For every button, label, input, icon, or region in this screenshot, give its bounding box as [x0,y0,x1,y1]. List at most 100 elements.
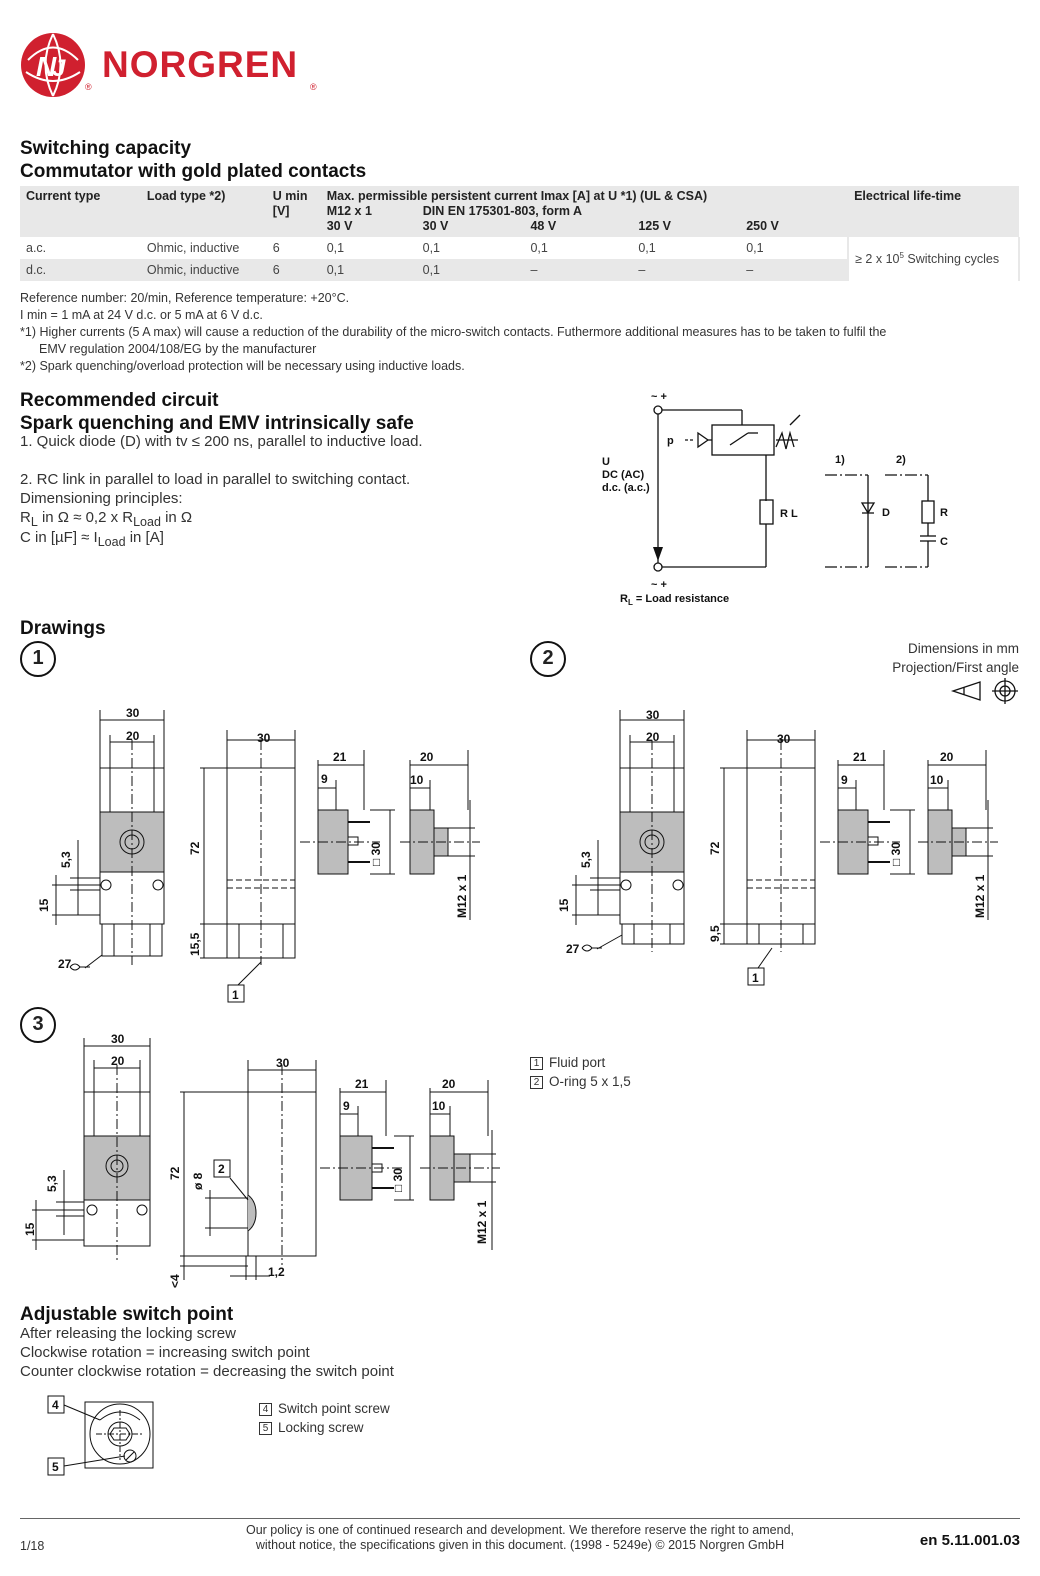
dim-15: 15 [37,898,51,912]
col-din: DIN EN 175301-803, form A [422,204,583,218]
dim-20-conn: 20 [442,1077,456,1091]
col-v30a: 30 V [320,219,417,237]
svg-text:J: J [52,55,66,82]
dim-53: 5,3 [579,851,593,868]
dim-72: 72 [168,1166,182,1180]
projection-label: Projection/First angle [892,660,1019,675]
doc-number: en 5.11.001.03 [919,1532,1020,1549]
dim-20-conn: 20 [420,750,434,764]
circuit-title: Recommended circuit [20,390,219,411]
dim-10: 10 [432,1099,446,1113]
diagram-p: p [667,435,674,447]
dim-15: 15 [557,898,571,912]
dim-30: 30 [126,706,140,720]
dim-27: 27 [58,957,72,971]
col-current-type: Current type [20,186,141,237]
life-value: ≥ 2 x 105 Switching cycles [847,237,1020,281]
diagram-dc: DC (AC) [602,469,644,481]
col-v250: 250 V [740,219,849,237]
dim-20-conn: 20 [940,750,954,764]
registered-mark: ® [85,82,92,92]
diagram-dcac: d.c. (a.c.) [602,482,650,494]
dim-30-side: 30 [777,732,791,746]
col-v125: 125 V [632,219,741,237]
drawing-1: 30 20 30 21 9 20 10 27 1 72 5,3 15 15,5 … [37,706,480,1003]
diagram-d: D [882,507,890,519]
dim-m12: M12 x 1 [455,874,469,918]
circuit-line3: Dimensioning principles: [20,490,183,507]
col-max-title: Max. permissible persistent current Imax… [326,189,708,203]
dim-9: 9 [321,772,328,786]
drawing-number-2: 2 [530,641,566,677]
tag-1: 1 [752,971,759,985]
footer-divider [20,1518,1020,1519]
switching-title: Switching capacity [20,138,192,159]
dim-9: 9 [841,773,848,787]
first-angle-projection-icon [950,678,1018,704]
dim-sq30: □ 30 [369,842,383,866]
dim-30-side: 30 [276,1056,290,1070]
circuit-line1: 1. Quick diode (D) with tv ≤ 200 ns, par… [20,433,423,450]
diagram-bottom-sign: ~ + [651,579,667,591]
notes: Reference number: 20/min, Reference temp… [20,291,887,373]
dim-72: 72 [188,841,202,855]
dim-53: 5,3 [59,851,73,868]
col-v30b: 30 V [416,219,525,237]
circuit-formula2: C in [µF] ≈ ILoad in [A] [20,529,164,549]
dim-20: 20 [111,1054,125,1068]
circuit-diagram: ~ + ~ + p U DC (AC) d.c. (a.c.) R L 1) 2… [602,391,948,607]
drawing-2: 30 20 30 21 9 20 10 27 1 72 5,3 15 9,5 □… [557,708,998,986]
table-row: a.c. Ohmic, inductive 6 0,1 0,1 0,1 0,1 … [20,237,1020,281]
tag-5: 5 [52,1460,59,1474]
tag-2: 2 [218,1162,225,1176]
circuit-subtitle: Spark quenching and EMV intrinsically sa… [20,413,414,434]
registered-mark-2: ® [310,82,317,92]
page-number: 1/18 [20,1539,45,1553]
col-umin: U min [V] [266,186,321,237]
tag-1: 1 [232,988,239,1002]
col-load-type: Load type *2) [140,186,267,237]
drawing-number-1: 1 [20,641,56,677]
dim-10: 10 [410,773,424,787]
diagram-rl: R L [780,508,798,520]
dim-53: 5,3 [45,1175,59,1192]
dim-sq30: □ 30 [391,1168,405,1192]
dim-21: 21 [333,750,347,764]
dim-o8: ø 8 [191,1172,205,1190]
brand-logo: N J NORGREN ® ® [18,30,338,102]
dim-lt4: <4 [168,1274,182,1288]
switching-subtitle: Commutator with gold plated contacts [20,161,367,182]
dim-sq30: □ 30 [889,842,903,866]
diagram-top-sign: ~ + [651,391,667,403]
dim-30: 30 [646,708,660,722]
dim-15: 15 [23,1222,37,1236]
brand-name: NORGREN [102,44,299,85]
dim-10: 10 [930,773,944,787]
dim-m12: M12 x 1 [973,874,987,918]
col-v48: 48 V [524,219,633,237]
col-m12: M12 x 1 [326,204,372,218]
footer-policy: Our policy is one of continued research … [246,1523,794,1552]
circuit-formula1: RL in Ω ≈ 0,2 x RLoad in Ω [20,509,193,529]
tag-4: 4 [52,1398,59,1412]
diagram-c: C [940,536,948,548]
drawing-number-3: 3 [20,1007,56,1043]
diagram-opt1: 1) [835,454,845,466]
col-life: Electrical life-time [848,186,1019,237]
diagram-u: U [602,456,610,468]
dim-20: 20 [126,729,140,743]
adjust-title: Adjustable switch point [20,1304,234,1325]
dim-27: 27 [566,942,580,956]
table-row: d.c. Ohmic, inductive 6 0,1 0,1 – – – [20,259,1019,281]
dims-unit: Dimensions in mm [907,641,1019,656]
dim-95: 9,5 [708,925,722,942]
dim-21: 21 [355,1077,369,1091]
dim-12: 1,2 [268,1265,285,1279]
dim-155: 15,5 [188,932,202,956]
adjust-lines: After releasing the locking screw Clockw… [20,1325,394,1380]
